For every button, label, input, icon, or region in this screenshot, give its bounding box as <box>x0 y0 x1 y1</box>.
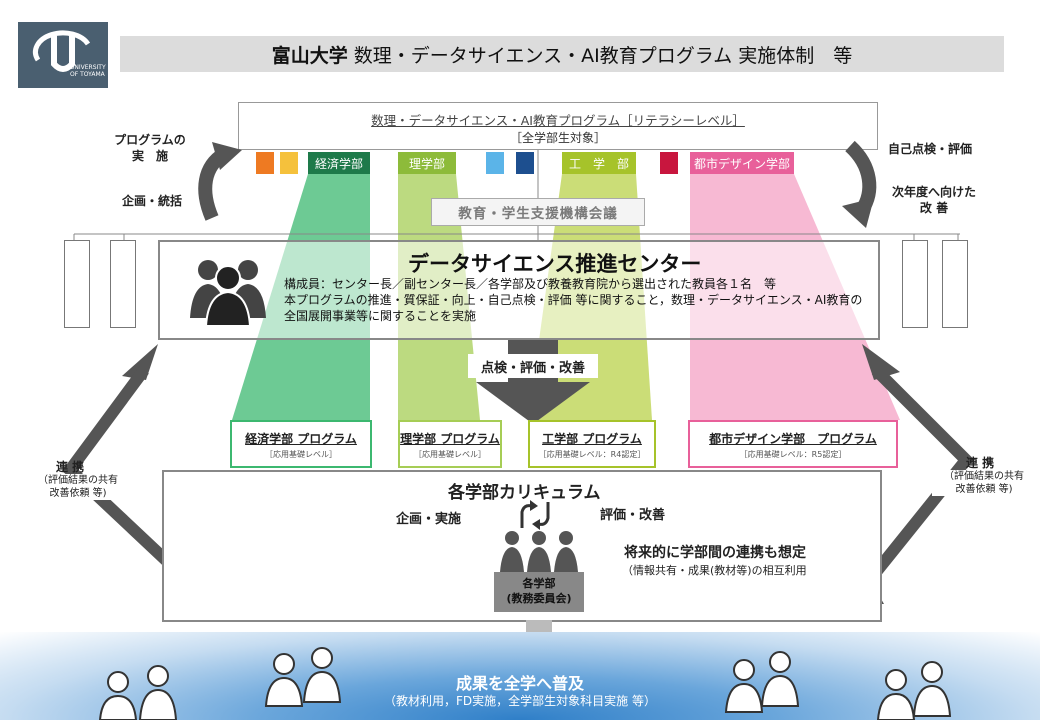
side-box <box>942 240 968 328</box>
curved-arrow-down-icon <box>842 140 877 228</box>
econ-program-title: 経済学部 プログラム <box>245 432 357 446</box>
faculty-committee-podium: 各学部 (教務委員会) <box>494 572 584 612</box>
tag-urban: 都市デザイン学部 <box>690 152 794 174</box>
program-name: 数理・データサイエンス・AI教育プログラム［リテラシーレベル］ <box>371 113 745 128</box>
side-box <box>902 240 928 328</box>
logo-mark-icon <box>32 30 91 72</box>
label-renkei-left: 連 携 <box>56 460 85 474</box>
urban-program-box: 都市デザイン学部 プログラム ［応用基礎レベル：R5認定］ <box>688 420 898 468</box>
page-title: 富山大学 数理・データサイエンス・AI教育プログラム 実施体制 等 <box>120 36 1004 72</box>
ds-center-box <box>158 240 880 340</box>
future-note: 将来的に学部間の連携も想定 <box>624 545 806 561</box>
label-plan: 企画・統括 <box>122 194 183 208</box>
sci-program-title: 理学部 プログラム <box>400 432 500 446</box>
spread-subtitle: （教材利用，FD実施，全学部生対象科目実施 等） <box>384 694 656 708</box>
label-self-eval: 自己点検・評価 <box>888 142 973 156</box>
navy-square <box>516 152 534 174</box>
urban-program-title: 都市デザイン学部 プログラム <box>709 432 877 446</box>
people-group-icon <box>190 260 266 326</box>
sci-program-level: ［応用基礎レベル］ <box>414 450 486 459</box>
eng-program-box: 工学部 プログラム ［応用基礎レベル：R4認定］ <box>528 420 656 468</box>
center-duties: 本プログラムの推進・質保証・向上・自己点検・評価 等に関すること，数理・データサ… <box>284 293 863 323</box>
eng-program-level: ［応用基礎レベル：R4認定］ <box>538 450 646 459</box>
label-renkei-right: 連 携 <box>966 456 995 470</box>
program-target: ［全学部生対象］ <box>509 131 606 145</box>
university-logo <box>18 22 108 88</box>
label-improve: 次年度へ向けた 改 善 <box>891 185 976 215</box>
center-description: 構成員：センター長／副センター長／各学部及び教養教育院から選出された教員各１名 … <box>284 276 864 324</box>
tag-sci: 理学部 <box>398 152 456 174</box>
orange-square <box>256 152 274 174</box>
econ-program-level: ［応用基礎レベル］ <box>265 450 337 459</box>
label-renkei-right-sub: （評価結果の共有 改善依頼 等) <box>932 470 1036 496</box>
curriculum-eval: 評価・改善 <box>600 508 666 523</box>
title-rest: 数理・データサイエンス・AI教育プログラム 実施体制 等 <box>353 44 853 67</box>
econ-program-box: 経済学部 プログラム ［応用基礎レベル］ <box>230 420 372 468</box>
side-box <box>64 240 90 328</box>
curriculum-title: 各学部カリキュラム <box>448 483 601 503</box>
title-university: 富山大学 <box>271 44 348 67</box>
future-note-sub: （情報共有・成果(教材等)の相互利用 <box>622 564 807 577</box>
label-renkei-left-sub: （評価結果の共有 改善依頼 等) <box>28 474 128 500</box>
council-box: 教育・学生支援機構会議 <box>431 198 645 226</box>
lightblue-square <box>486 152 504 174</box>
curved-arrow-up-icon <box>198 142 242 221</box>
sci-program-box: 理学部 プログラム ［応用基礎レベル］ <box>398 420 502 468</box>
eng-program-title: 工学部 プログラム <box>542 432 642 446</box>
curriculum-plan: 企画・実施 <box>396 512 462 527</box>
center-members: 構成員：センター長／副センター長／各学部及び教養教育院から選出された教員各１名 … <box>284 277 777 291</box>
people-silhouettes <box>98 647 952 720</box>
logo-text: UNIVERSITY OF TOYAMA <box>70 64 106 78</box>
spread-title: 成果を全学へ普及 <box>455 674 584 693</box>
center-title: データサイエンス推進センター <box>408 252 702 276</box>
yellow-square <box>280 152 298 174</box>
review-label: 点検・評価・改善 <box>468 354 598 378</box>
person-icon <box>98 647 952 720</box>
cycle-arrows-icon <box>520 500 550 530</box>
side-box <box>110 240 136 328</box>
crimson-square <box>660 152 678 174</box>
committee-people-icon <box>500 531 578 572</box>
literacy-program-box: 数理・データサイエンス・AI教育プログラム［リテラシーレベル］ ［全学部生対象］ <box>238 102 878 150</box>
urban-program-level: ［応用基礎レベル：R5認定］ <box>739 450 847 459</box>
tag-eng: 工 学 部 <box>562 152 636 174</box>
label-implement: プログラムの 実 施 <box>114 133 186 163</box>
tag-econ: 経済学部 <box>308 152 370 174</box>
